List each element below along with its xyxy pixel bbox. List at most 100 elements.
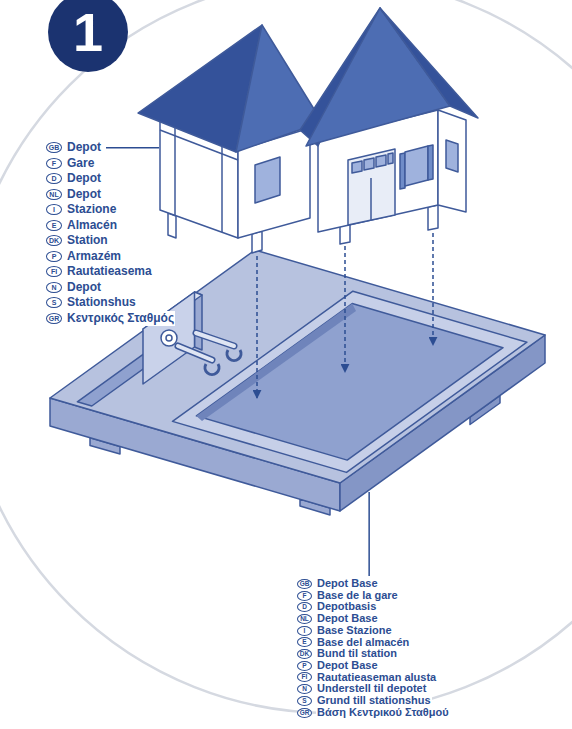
depot-base <box>196 304 356 422</box>
language-row: D Depotbasis <box>297 601 450 613</box>
part-name: Κεντρικός Σταθμός <box>66 311 175 327</box>
part-name: Grund till stationshus <box>316 695 432 707</box>
placement-arrow <box>344 246 346 372</box>
depot-base <box>50 250 545 515</box>
language-code: F <box>46 158 62 169</box>
backdrop-circle <box>0 0 572 713</box>
language-row: E Almacén <box>46 218 175 234</box>
depot-building <box>348 149 395 225</box>
language-code: E <box>297 637 312 647</box>
leader-line <box>106 147 159 149</box>
depot-base <box>50 250 545 483</box>
depot-building <box>364 158 374 170</box>
part-name: Bund til station <box>316 648 398 660</box>
part-name: Rautatieasema <box>66 264 153 280</box>
depot-building <box>174 126 176 215</box>
language-row: SGrund till stationshus <box>297 695 450 707</box>
depot-base <box>173 291 527 472</box>
language-row: FI Rautatieaseman alusta <box>297 672 450 684</box>
depot-building <box>376 155 386 167</box>
crane-holder <box>166 335 172 341</box>
part-name: Base de la gare <box>316 590 399 602</box>
placement-arrow <box>432 233 434 345</box>
language-row: GR Βάση Κεντρικού Σταθμού <box>297 707 450 719</box>
leader-line <box>368 492 370 576</box>
language-row: DK Station <box>46 233 175 249</box>
language-code: D <box>297 602 312 612</box>
depot-building <box>255 157 280 203</box>
language-code: I <box>297 626 312 636</box>
part-name: Depotbasis <box>316 601 377 613</box>
language-row: GBDepot Base <box>297 578 450 590</box>
step-badge: 1 <box>48 0 128 72</box>
part-name: Rautatieaseman alusta <box>316 672 437 684</box>
crane-holder <box>178 346 212 360</box>
crane-holder <box>227 350 241 361</box>
part-name: Armazém <box>66 249 122 265</box>
language-row: F Base de la gare <box>297 590 450 602</box>
depot-base <box>196 304 503 461</box>
language-code: NL <box>297 614 312 624</box>
language-code: E <box>46 220 62 231</box>
language-code: GR <box>297 708 312 718</box>
language-row: NL Depot Base <box>297 613 450 625</box>
placement-arrow <box>256 256 258 398</box>
depot-building <box>138 8 478 253</box>
part-name: Gare <box>66 156 95 172</box>
depot-building <box>446 140 458 172</box>
language-row: E Base del almacén <box>297 637 450 649</box>
language-code: S <box>46 297 62 308</box>
part-name: Depot <box>66 140 102 156</box>
step-circle <box>48 0 128 72</box>
language-code: N <box>297 684 312 694</box>
language-row: NLDepot <box>46 187 175 203</box>
crane-holder <box>178 346 212 360</box>
language-code: P <box>297 661 312 671</box>
language-row: DDepot <box>46 171 175 187</box>
part-name: Depot Base <box>316 578 379 590</box>
crane-holder <box>143 292 241 384</box>
language-row: PDepot Base <box>297 660 450 672</box>
language-code: F <box>297 591 312 601</box>
language-code: P <box>46 251 62 262</box>
language-code: GB <box>46 142 62 153</box>
part-name: Stationshus <box>66 295 137 311</box>
language-code: DK <box>297 649 312 659</box>
part-name: Base del almacén <box>316 637 410 649</box>
depot-building <box>428 205 438 230</box>
part-name: Βάση Κεντρικού Σταθμού <box>316 707 450 719</box>
depot-building <box>221 144 223 232</box>
language-code: GR <box>46 313 62 324</box>
language-row: DK Bund til station <box>297 648 450 660</box>
part-name: Depot Base <box>316 613 379 625</box>
part-name: Depot <box>66 280 102 296</box>
language-row: IStazione <box>46 202 175 218</box>
part-name: Base Stazione <box>316 625 393 637</box>
language-code: NL <box>46 189 62 200</box>
crane-holder <box>196 333 234 346</box>
depot-building <box>388 153 393 164</box>
depot-building <box>438 110 466 212</box>
depot-building <box>428 145 433 180</box>
language-row: N Depot <box>46 280 175 296</box>
part-name-list: GBDepotFGareDDepotNLDepotIStazioneEAlmac… <box>46 140 175 326</box>
language-code: FI <box>46 266 62 277</box>
crane-holder <box>205 364 219 375</box>
depot-building <box>168 213 176 238</box>
depot-building <box>405 146 428 186</box>
part-name: Almacén <box>66 218 118 234</box>
language-code: DK <box>46 235 62 246</box>
language-row: F Gare <box>46 156 175 172</box>
step-number: 1 <box>48 0 128 72</box>
depot-building <box>380 8 478 118</box>
language-code: N <box>46 282 62 293</box>
crane-holder <box>143 292 195 384</box>
language-row: S Stationshus <box>46 295 175 311</box>
part-name: Station <box>66 233 109 249</box>
part-name: Stazione <box>66 202 117 218</box>
language-code: FI <box>297 672 312 682</box>
crane-holder <box>196 333 234 346</box>
crane-holder <box>195 292 203 350</box>
